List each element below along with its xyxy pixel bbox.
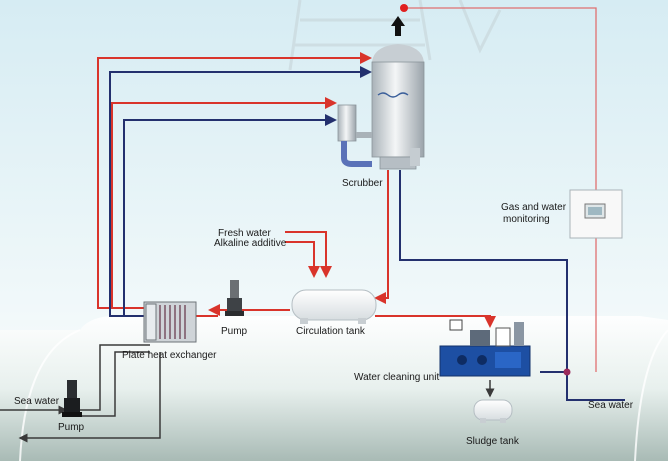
plate-heat-exchanger [143, 301, 197, 343]
upper-pump [225, 280, 244, 316]
circulation-tank-label: Circulation tank [296, 326, 366, 337]
sea-water-pipes [0, 344, 495, 443]
blue-pipe [109, 66, 625, 401]
lower-pump [62, 380, 82, 417]
circulation-tank [291, 289, 377, 324]
exhaust-arrow [391, 16, 405, 36]
alkaline-additive-label: Alkaline additive [214, 238, 287, 249]
background-mast [288, 0, 502, 71]
upper-pump-label: Pump [221, 326, 248, 337]
gas-monitoring-label-line2: monitoring [503, 214, 550, 225]
sea-water-left-label: Sea water [14, 396, 60, 407]
monitoring-line [404, 7, 597, 372]
plate-heat-exchanger-label: Plate heat exchanger [122, 350, 217, 361]
fresh-water-label: Fresh water [218, 228, 271, 239]
scrubber-tower [337, 44, 425, 170]
scrubber-label: Scrubber [342, 178, 383, 189]
red-pipe-outer [97, 52, 372, 309]
sample-junction [563, 368, 571, 376]
gas-sample-point [400, 4, 408, 12]
sludge-tank [473, 399, 513, 423]
gas-monitoring-label-line1: Gas and water [501, 202, 567, 213]
sea-water-right-label: Sea water [588, 400, 634, 411]
gas-water-monitoring-cabinet [569, 189, 623, 239]
sludge-tank-label: Sludge tank [466, 436, 520, 447]
water-cleaning-unit [439, 319, 531, 377]
lower-pump-label: Pump [58, 422, 85, 433]
red-pipe-return [196, 170, 496, 328]
water-cleaning-unit-label: Water cleaning unit [354, 372, 439, 383]
